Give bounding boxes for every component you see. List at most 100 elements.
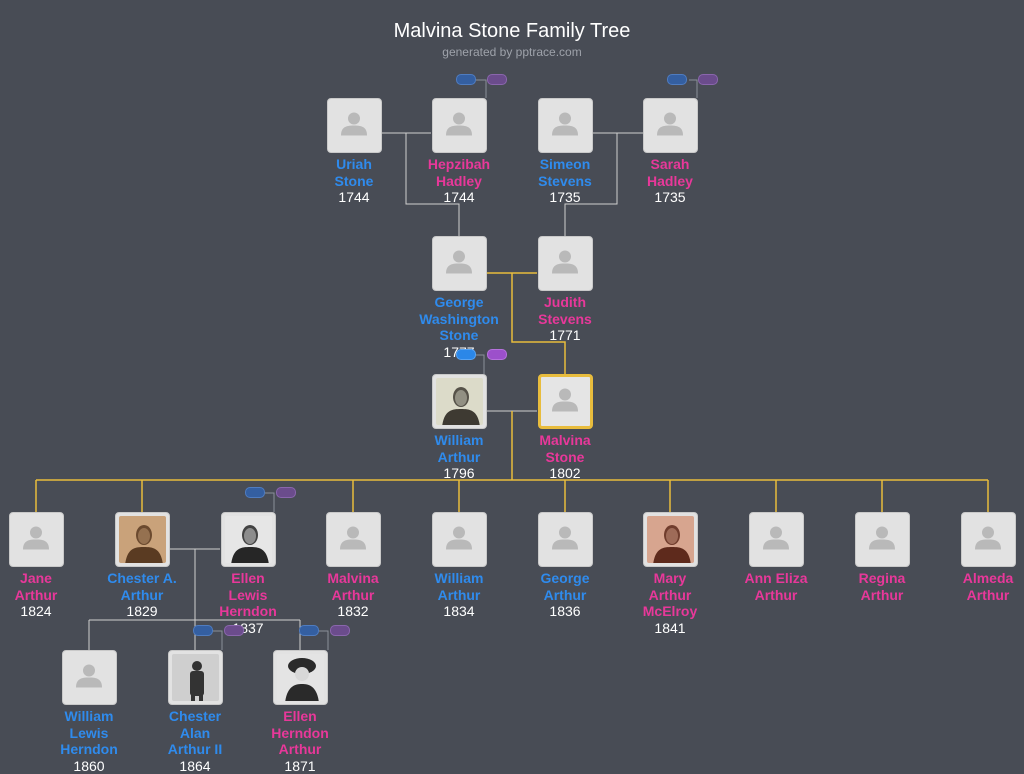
expand-male-parent-button[interactable] xyxy=(667,74,687,85)
person-silhouette-icon xyxy=(550,524,580,555)
person-name-line: Hepzibah xyxy=(427,156,491,172)
person-name-line: Stone xyxy=(439,327,479,343)
person-name-line: Arthur xyxy=(14,586,58,603)
person-name-line: Herndon xyxy=(271,724,329,741)
person-name-line: Almeda xyxy=(962,570,1014,586)
expand-female-parent-button[interactable] xyxy=(276,487,296,498)
person-name-line: Washington xyxy=(419,310,499,327)
person-card-william-arthur-1834[interactable] xyxy=(431,512,487,567)
expand-male-parent-button[interactable] xyxy=(245,487,265,498)
person-card-almeda-arthur[interactable] xyxy=(960,512,1016,567)
person-name-line: Hadley xyxy=(647,172,693,189)
expand-male-parent-button[interactable] xyxy=(456,349,476,360)
portrait-man-standing-photo xyxy=(171,654,219,701)
person-card-judith-stevens[interactable] xyxy=(537,236,593,291)
person-name-line: Arthur xyxy=(120,586,164,603)
person-card-william-arthur[interactable] xyxy=(431,374,487,429)
person-silhouette-icon xyxy=(444,110,474,141)
person-silhouette-icon xyxy=(761,524,791,555)
person-silhouette-icon xyxy=(339,110,369,141)
person-card-ellen-herndon-arthur[interactable] xyxy=(272,650,328,705)
person-name-line: George xyxy=(540,570,590,586)
person-silhouette-icon xyxy=(338,524,368,555)
person-silhouette-icon xyxy=(21,524,51,555)
person-name-line: Arthur xyxy=(648,586,692,603)
person-birth-year: 1832 xyxy=(337,603,369,619)
person-birth-year: 1834 xyxy=(443,603,475,619)
expand-male-parent-button[interactable] xyxy=(299,625,319,636)
person-card-george-arthur[interactable] xyxy=(537,512,593,567)
expand-female-parent-button[interactable] xyxy=(487,349,507,360)
person-card-chester-alan-arthur-ii[interactable] xyxy=(167,650,223,705)
person-card-malvina-stone[interactable] xyxy=(537,374,593,429)
person-name-line: Arthur xyxy=(331,586,375,603)
expand-male-parent-button[interactable] xyxy=(193,625,213,636)
person-card-malvina-arthur[interactable] xyxy=(325,512,381,567)
person-card-regina-arthur[interactable] xyxy=(854,512,910,567)
person-silhouette-icon xyxy=(550,248,580,279)
person-card-sarah[interactable] xyxy=(642,98,698,153)
person-name-line: Hadley xyxy=(436,172,482,189)
portrait-woman-photo xyxy=(224,516,272,563)
person-name-line: Uriah xyxy=(336,156,372,172)
person-card-chester-a-arthur[interactable] xyxy=(114,512,170,567)
person-silhouette-icon xyxy=(655,110,685,141)
person-name-line: Arthur II xyxy=(167,741,223,757)
person-birth-year: 1836 xyxy=(549,603,581,619)
person-card-ellen-lewis-herndon[interactable] xyxy=(220,512,276,567)
person-name-line: Mary xyxy=(653,570,687,586)
person-name-line: Arthur xyxy=(437,586,481,603)
person-birth-year: 1735 xyxy=(549,189,581,205)
person-birth-year: 1796 xyxy=(443,465,475,481)
expand-female-parent-button[interactable] xyxy=(224,625,244,636)
person-card-william-lewis-herndon[interactable] xyxy=(61,650,117,705)
person-card-hepzibah[interactable] xyxy=(431,98,487,153)
person-name-line: Jane xyxy=(20,570,52,586)
person-name-line: Judith xyxy=(544,294,586,310)
expand-female-parent-button[interactable] xyxy=(487,74,507,85)
person-name-line: George xyxy=(434,294,484,310)
person-name-line: Stone xyxy=(334,172,374,189)
person-name-line: Arthur xyxy=(860,586,904,603)
expand-female-parent-button[interactable] xyxy=(698,74,718,85)
person-birth-year: 1841 xyxy=(654,619,686,636)
person-card-uriah[interactable] xyxy=(326,98,382,153)
person-birth-year: 1771 xyxy=(549,327,581,343)
person-birth-year: 1864 xyxy=(179,757,211,774)
expand-male-parent-button[interactable] xyxy=(456,74,476,85)
person-card-simeon[interactable] xyxy=(537,98,593,153)
person-name-line: Sarah xyxy=(650,156,690,172)
person-card-george-washington-stone[interactable] xyxy=(431,236,487,291)
person-card-jane-arthur[interactable] xyxy=(8,512,64,567)
expand-female-parent-button[interactable] xyxy=(330,625,350,636)
person-name-line: Lewis xyxy=(69,724,109,741)
person-card-mary-arthur-mcelroy[interactable] xyxy=(642,512,698,567)
page-title: Malvina Stone Family Tree xyxy=(393,20,631,42)
person-name-line: Lewis xyxy=(228,586,268,603)
person-card-ann-eliza-arthur[interactable] xyxy=(748,512,804,567)
person-birth-year: 1824 xyxy=(20,603,52,619)
person-birth-year: 1802 xyxy=(549,465,581,481)
person-name-line: Arthur xyxy=(543,586,587,603)
